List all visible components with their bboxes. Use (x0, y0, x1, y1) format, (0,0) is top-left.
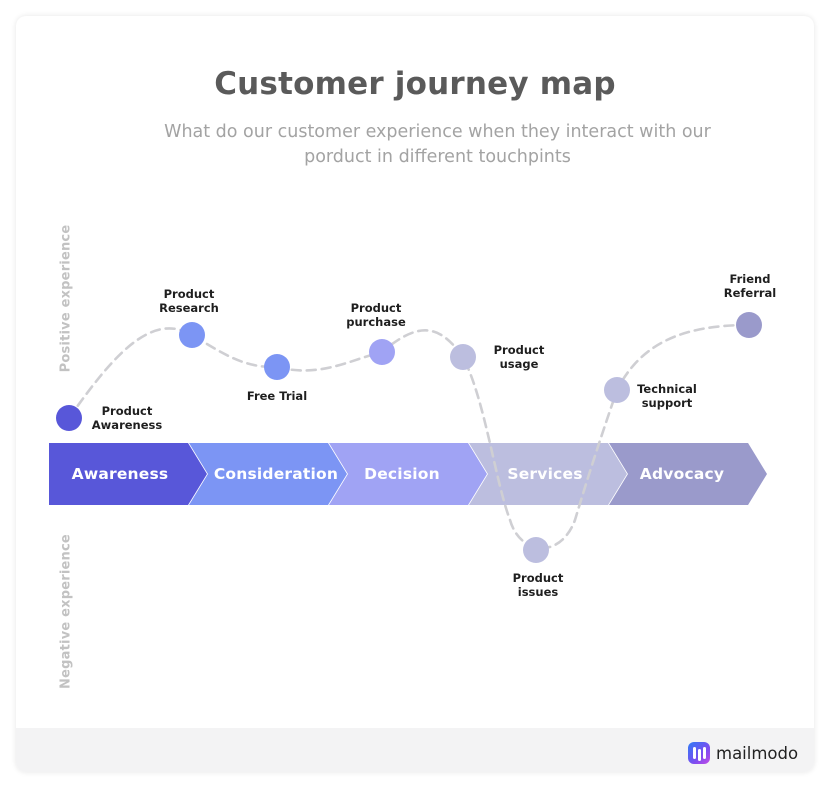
journey-dashed-line (67, 323, 751, 550)
point-product-research (179, 322, 205, 348)
point-product-purchase (369, 339, 395, 365)
journey-map-card (16, 16, 814, 772)
page-title: Customer journey map (214, 66, 616, 102)
label-product-awareness: Product Awareness (91, 404, 163, 432)
point-product-issues (523, 537, 549, 563)
stage-advocacy: Advocacy (609, 443, 767, 505)
label-product-research: Product Research (159, 287, 219, 315)
mailmodo-logo-icon (688, 742, 710, 764)
label-product-usage: Product usage (493, 343, 545, 371)
brand-name: mailmodo (716, 743, 799, 763)
footer-bar (16, 728, 814, 772)
point-product-usage (450, 344, 476, 370)
label-free-trial: Free Trial (246, 389, 308, 403)
stage-services: Services (469, 443, 627, 505)
page-subtitle: What do our customer experience when the… (164, 122, 711, 167)
brand-logo: mailmodo (688, 742, 798, 764)
stage-awareness: Awareness (49, 443, 207, 505)
point-free-trial (264, 354, 290, 380)
stage-decision: Decision (329, 443, 487, 505)
label-friend-referral: Friend Referral (723, 272, 777, 300)
point-product-awareness (56, 405, 82, 431)
label-product-issues: Product issues (512, 571, 564, 599)
point-technical-support (604, 377, 630, 403)
label-technical-support: Technical support (637, 382, 697, 410)
label-product-purchase: Product purchase (346, 301, 406, 329)
stage-consideration: Consideration (189, 443, 347, 505)
point-friend-referral (736, 312, 762, 338)
